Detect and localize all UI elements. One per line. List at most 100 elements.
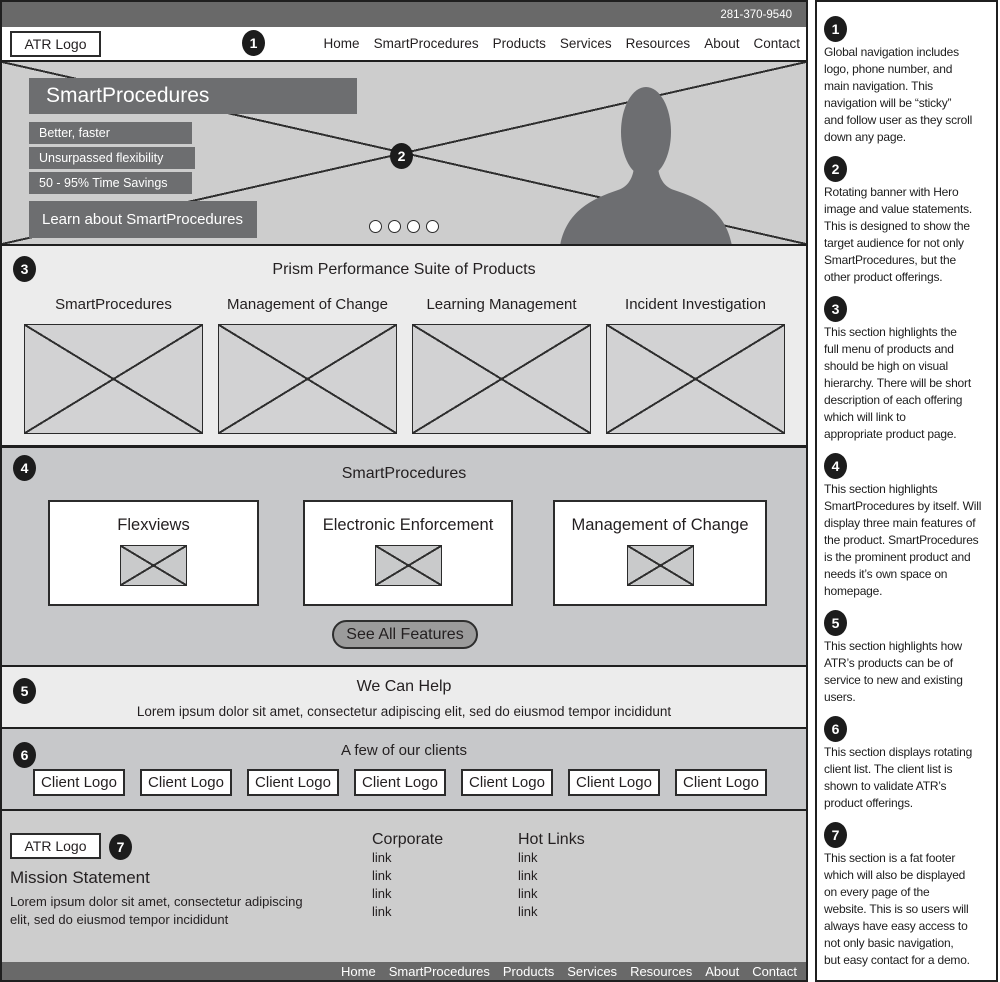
carousel-dot-4[interactable] [426,220,439,233]
client-logo-box: Client Logo [461,769,553,796]
top-bar: 281-370-9540 [2,2,806,27]
hero-value-1-label: Better, faster [39,126,110,140]
nav-item-services[interactable]: Services [559,36,612,51]
product-label: Incident Investigation [625,296,766,313]
client-logo-label: Client Logo [469,774,545,791]
annotation-badge-5-number: 5 [831,615,840,631]
annotation-marker-4-number: 4 [20,460,29,476]
annotation-text-6: This section displays rotating client li… [824,745,973,810]
product-image-placeholder[interactable] [24,324,203,434]
footer-link[interactable]: link [518,904,538,919]
annotation-text-2: Rotating banner with Hero image and valu… [824,185,973,284]
annotation-marker-5: 5 [13,678,36,704]
annotation-badge-7: 7 [824,822,847,848]
carousel-dot-2[interactable] [388,220,401,233]
annotation-text-3: This section highlights the full menu of… [824,325,971,441]
phone-number: 281-370-9540 [720,8,792,21]
annotation-badge-4: 4 [824,453,847,479]
annotation-marker-7: 7 [109,834,132,860]
feature-image-placeholder [374,545,442,586]
bottom-nav-home[interactable]: Home [341,963,376,979]
mission-statement-text: Lorem ipsum dolor sit amet, consectetur … [10,894,303,927]
client-logo-label: Client Logo [683,774,759,791]
footer-link[interactable]: link [372,850,392,865]
bottom-nav-products[interactable]: Products [502,963,555,979]
bottom-nav-bar: Home SmartProcedures Products Services R… [2,962,806,980]
bottom-nav-services[interactable]: Services [567,963,618,979]
nav-item-home[interactable]: Home [323,36,360,51]
hero-value-2-label: Unsurpassed flexibility [39,151,164,165]
product-image-placeholder[interactable] [606,324,785,434]
annotation-marker-2: 2 [390,143,413,169]
footer-column-hot-links: Hot Links link link link link [518,831,585,921]
feature-card-electronic-enforcement: Electronic Enforcement [303,500,513,606]
footer-link[interactable]: link [372,904,392,919]
annotation-badge-5: 5 [824,610,847,636]
carousel-dot-3[interactable] [407,220,420,233]
annotation-3: 3 This section highlights the full menu … [824,296,992,443]
hero-value-1: Better, faster [29,122,192,144]
hero-cta-button[interactable]: Learn about SmartProcedures [29,201,257,238]
clients-section: 6 A few of our clients Client Logo Clien… [2,729,806,811]
client-logo-label: Client Logo [148,774,224,791]
annotation-badge-2: 2 [824,156,847,182]
feature-image-placeholder [120,545,187,586]
annotation-marker-5-number: 5 [20,683,29,699]
feature-card-flexviews: Flexviews [48,500,259,606]
nav-item-contact[interactable]: Contact [753,36,800,51]
annotation-marker-3: 3 [13,256,36,282]
footer-link[interactable]: link [518,886,538,901]
nav-links: Home SmartProcedures Products Services R… [324,27,800,60]
annotation-7: 7 This section is a fat footer which wil… [824,822,992,969]
annotation-5: 5 This section highlights how ATR’s prod… [824,610,992,706]
carousel-dot-1[interactable] [369,220,382,233]
client-logo-label: Client Logo [362,774,438,791]
footer-link[interactable]: link [518,868,538,883]
annotation-text-5: This section highlights how ATR’s produc… [824,639,963,704]
annotation-badge-4-number: 4 [831,458,840,474]
annotation-marker-1-number: 1 [249,35,258,51]
footer-column-corporate: Corporate link link link link [372,831,443,921]
nav-item-resources[interactable]: Resources [625,36,691,51]
nav-item-products[interactable]: Products [492,36,546,51]
client-logo-row: Client Logo Client Logo Client Logo Clie… [33,769,767,796]
hero-cta-label: Learn about SmartProcedures [42,211,243,228]
we-can-help-section: 5 We Can Help Lorem ipsum dolor sit amet… [2,667,806,729]
help-section-text: Lorem ipsum dolor sit amet, consectetur … [136,704,672,719]
feature-card-title: Management of Change [571,516,749,534]
nav-item-about[interactable]: About [704,36,740,51]
products-section-title: Prism Performance Suite of Products [272,261,536,278]
product-column-smartprocedures: SmartProcedures [24,296,203,434]
site-wireframe: 281-370-9540 ATR Logo 1 Home SmartProced… [0,0,808,982]
product-label: Learning Management [426,296,577,313]
footer-logo[interactable]: ATR Logo [10,833,101,859]
annotation-1: 1 Global navigation includes logo, phone… [824,16,992,146]
footer-logo-label: ATR Logo [24,838,87,854]
products-section: 3 Prism Performance Suite of Products Sm… [2,246,806,448]
client-logo-box: Client Logo [675,769,767,796]
client-logo-box: Client Logo [568,769,660,796]
nav-item-smartprocedures[interactable]: SmartProcedures [373,36,479,51]
features-section-title: SmartProcedures [341,465,467,482]
bottom-nav-about[interactable]: About [705,963,740,979]
bottom-nav-resources[interactable]: Resources [630,963,693,979]
hero-value-3-label: 50 - 95% Time Savings [39,176,168,190]
product-image-placeholder[interactable] [412,324,591,434]
footer-link[interactable]: link [518,850,538,865]
annotation-badge-1: 1 [824,16,847,42]
footer-column-title: Corporate [372,831,444,848]
bottom-nav-smartprocedures[interactable]: SmartProcedures [388,963,490,979]
bottom-nav-contact[interactable]: Contact [752,963,797,979]
feature-card-title: Flexviews [117,516,190,534]
product-column-management-of-change: Management of Change [218,296,397,434]
annotation-text-7: This section is a fat footer which will … [824,851,970,967]
nav-logo[interactable]: ATR Logo [10,31,101,57]
footer-column-title: Hot Links [518,831,585,848]
product-image-placeholder[interactable] [218,324,397,434]
hero-title-box: SmartProcedures [29,78,357,114]
see-all-features-button[interactable]: See All Features [332,620,478,649]
footer-link[interactable]: link [372,886,392,901]
footer-link[interactable]: link [372,868,392,883]
annotation-2: 2 Rotating banner with Hero image and va… [824,156,992,286]
